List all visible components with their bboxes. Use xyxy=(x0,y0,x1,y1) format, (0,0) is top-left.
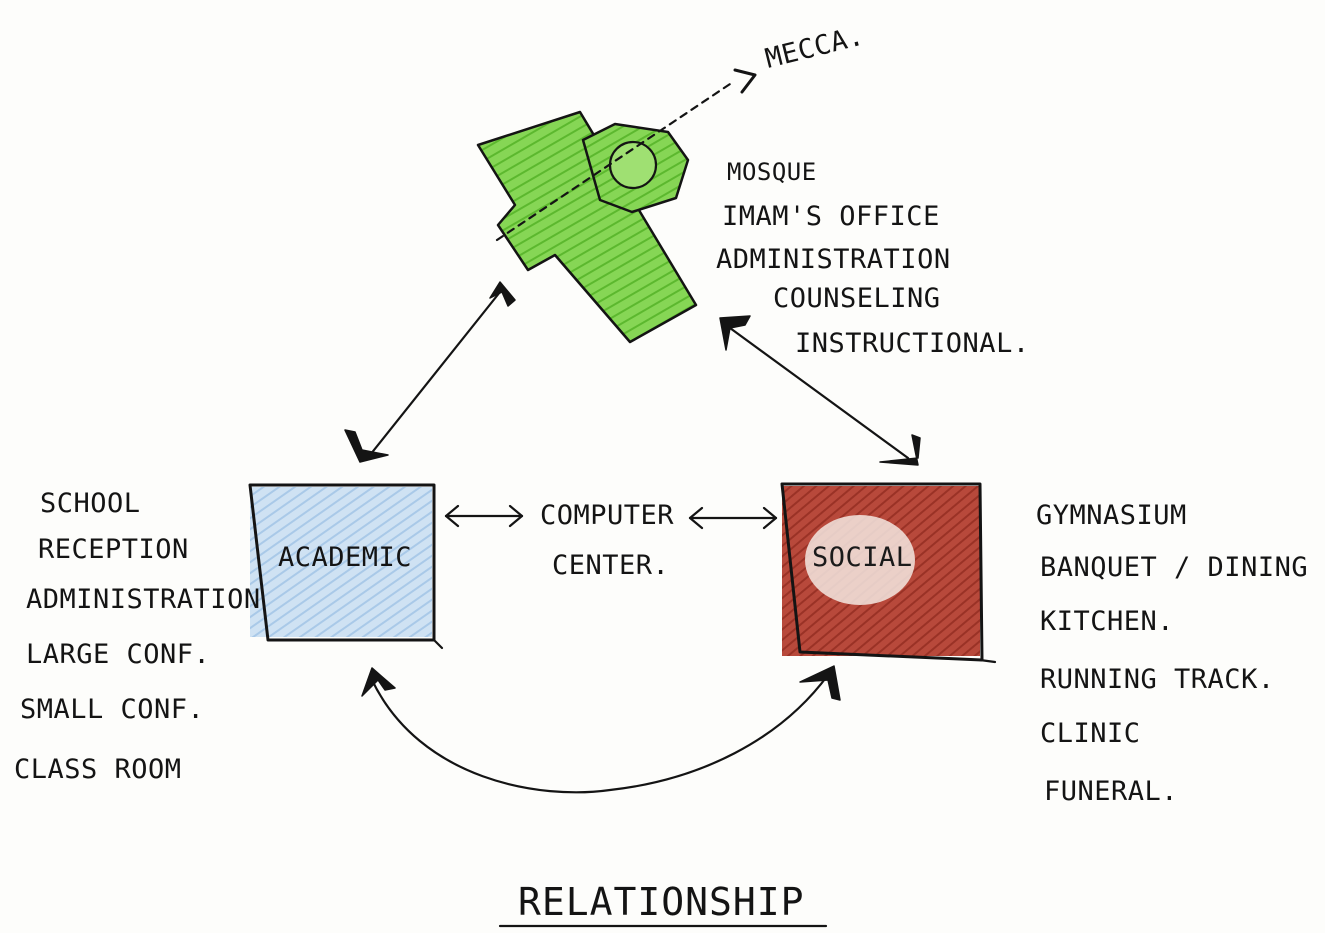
mosque-item-imams-office: IMAM'S OFFICE xyxy=(722,201,940,232)
mosque-item-counseling: COUNSELING xyxy=(773,283,941,314)
academic-list: SCHOOL RECEPTION ADMINISTRATION LARGE CO… xyxy=(14,488,261,785)
social-list: GYMNASIUM BANQUET / DINING KITCHEN. RUNN… xyxy=(1036,500,1308,807)
mecca-arrow-head xyxy=(733,68,757,94)
mosque-list: MOSQUE IMAM'S OFFICE ADMINISTRATION COUN… xyxy=(716,158,1030,359)
mecca-label: MECCA. xyxy=(762,20,867,74)
academic-box xyxy=(248,483,444,650)
arrow-academic-social xyxy=(361,665,841,794)
social-label: SOCIAL xyxy=(812,542,913,573)
diagram-title: RELATIONSHIP xyxy=(518,880,805,924)
social-item-gymnasium: GYMNASIUM xyxy=(1036,500,1187,531)
academic-item-large-conf: LARGE CONF. xyxy=(26,639,210,670)
social-item-running-track: RUNNING TRACK. xyxy=(1040,664,1275,695)
arrow-academic-computer xyxy=(444,504,524,528)
computer-center-label: COMPUTER CENTER. xyxy=(540,500,674,581)
computer-center-line-2: CENTER. xyxy=(552,550,669,581)
social-box xyxy=(780,482,997,664)
social-item-kitchen: KITCHEN. xyxy=(1040,606,1174,637)
qibla-axis-line xyxy=(495,80,735,242)
academic-item-class-room: CLASS ROOM xyxy=(14,754,182,785)
mosque-item-instructional: INSTRUCTIONAL. xyxy=(795,328,1030,359)
mosque-shape xyxy=(476,68,757,344)
social-item-clinic: CLINIC xyxy=(1040,718,1141,749)
social-item-banquet-dining: BANQUET / DINING xyxy=(1040,552,1308,583)
academic-item-school: SCHOOL xyxy=(40,488,141,519)
academic-item-administration: ADMINISTRATION xyxy=(26,584,261,615)
arrow-computer-social xyxy=(688,506,778,530)
academic-item-reception: RECEPTION xyxy=(38,534,189,565)
arrow-academic-mosque xyxy=(344,281,516,463)
mosque-item-administration: ADMINISTRATION xyxy=(716,244,951,275)
computer-center-line-1: COMPUTER xyxy=(540,500,674,531)
academic-item-small-conf: SMALL CONF. xyxy=(20,694,204,725)
academic-label: ACADEMIC xyxy=(278,542,412,573)
mosque-item-mosque: MOSQUE xyxy=(727,158,817,186)
arrow-mosque-social xyxy=(719,315,921,466)
social-item-funeral: FUNERAL. xyxy=(1044,776,1178,807)
